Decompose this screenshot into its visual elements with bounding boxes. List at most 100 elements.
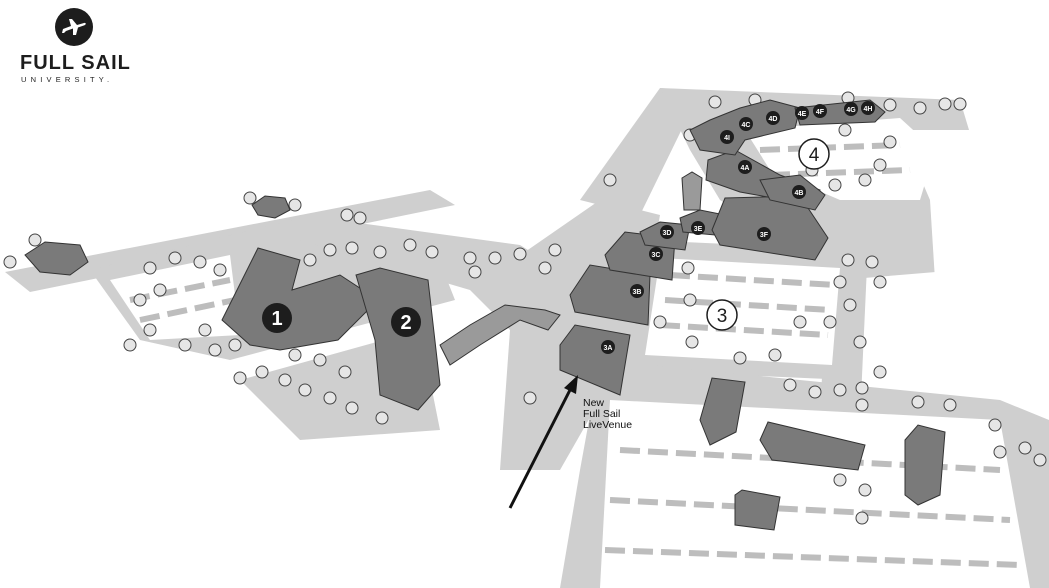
tree-icon: [841, 253, 855, 267]
marker-4d[interactable]: [766, 111, 780, 125]
marker-3f-label: 3F: [760, 232, 769, 239]
tree-icon: [233, 371, 247, 385]
marker-3b[interactable]: [630, 284, 644, 298]
tree-icon: [733, 351, 747, 365]
tree-icon: [855, 511, 869, 525]
marker-4c[interactable]: [739, 117, 753, 131]
marker-1-label: 1: [271, 308, 282, 330]
marker-3b-label: 3B: [633, 289, 642, 296]
marker-4b[interactable]: [792, 185, 806, 199]
tree-icon: [943, 398, 957, 412]
marker-4f-label: 4F: [816, 109, 825, 116]
tree-icon: [683, 293, 697, 307]
tree-icon: [603, 173, 617, 187]
logo-wordmark: FULL SAIL: [20, 52, 131, 74]
marker-4i[interactable]: [720, 130, 734, 144]
marker-3f[interactable]: [757, 227, 771, 241]
marker-3c-label: 3C: [652, 252, 661, 259]
tree-icon: [833, 275, 847, 289]
marker-4g-label: 4G: [846, 107, 856, 114]
tree-icon: [133, 293, 147, 307]
callout-arrow: [508, 375, 578, 509]
tree-icon: [953, 97, 967, 111]
stripe-8: [604, 547, 1021, 568]
tree-icon: [178, 338, 192, 352]
marker-4b-label: 4B: [795, 190, 804, 197]
tree-icon: [323, 391, 337, 405]
tree-icon: [823, 315, 837, 329]
marker-4f[interactable]: [813, 104, 827, 118]
marker-4h[interactable]: [861, 101, 875, 115]
tree-icon: [208, 343, 222, 357]
tree-icon: [865, 255, 879, 269]
full-sail-logo[interactable]: FULL SAIL UNIVERSITY.: [14, 6, 139, 86]
tree-icon: [303, 253, 317, 267]
tree-icon: [855, 398, 869, 412]
tree-icon: [403, 238, 417, 252]
tree-icon: [375, 411, 389, 425]
marker-2[interactable]: [391, 307, 421, 337]
marker-4[interactable]: [798, 138, 830, 170]
marker-3a[interactable]: [601, 340, 615, 354]
new-venue-callout: New Full Sail LiveVenue: [583, 398, 632, 431]
road-east: [820, 200, 870, 420]
marker-3c[interactable]: [649, 247, 663, 261]
stripe-9: [129, 277, 231, 303]
marker-4h-label: 4H: [864, 106, 873, 113]
marker-4e[interactable]: [795, 106, 809, 120]
tree-icon: [255, 365, 269, 379]
tree-icon: [143, 323, 157, 337]
tree-icon: [338, 365, 352, 379]
marker-group-large: 1 2 3 4: [262, 138, 830, 337]
building-se-c: [904, 424, 946, 506]
stripe-10: [139, 297, 236, 323]
tree-icon: [873, 275, 887, 289]
tree-icon: [193, 255, 207, 269]
tree-icon: [833, 383, 847, 397]
building-se-a: [699, 377, 746, 446]
tree-icon: [288, 198, 302, 212]
tree-icon: [523, 391, 537, 405]
tree-icon: [298, 383, 312, 397]
arrow-shaft: [508, 387, 573, 509]
tree-icon: [1033, 453, 1047, 467]
marker-4g[interactable]: [844, 102, 858, 116]
stripe-5: [769, 167, 911, 178]
callout-line-1: New: [583, 397, 605, 409]
tree-icon: [153, 283, 167, 297]
tree-icon: [323, 243, 337, 257]
marker-3[interactable]: [706, 299, 738, 331]
marker-3e[interactable]: [691, 221, 705, 235]
logo-subtitle: UNIVERSITY.: [21, 75, 114, 84]
tree-icon: [883, 135, 897, 149]
tree-icon: [340, 208, 354, 222]
tree-icon: [213, 263, 227, 277]
tree-icon: [855, 381, 869, 395]
tree-icon: [858, 173, 872, 187]
trees: [3, 91, 1047, 525]
tree-icon: [993, 445, 1007, 459]
marker-4a[interactable]: [738, 160, 752, 174]
marker-4d-label: 4D: [769, 116, 778, 123]
marker-1[interactable]: [262, 303, 292, 333]
marker-3d[interactable]: [660, 225, 674, 239]
tree-icon: [425, 245, 439, 259]
tree-icon: [548, 243, 562, 257]
stripe-3: [659, 322, 829, 338]
marker-4-label: 4: [809, 145, 820, 166]
tree-icon: [808, 385, 822, 399]
callout-line-3: LiveVenue: [583, 419, 633, 431]
tree-icon: [538, 261, 552, 275]
building-3b: [569, 264, 651, 326]
tree-icon: [278, 373, 292, 387]
marker-4e-label: 4E: [798, 111, 807, 118]
tree-icon: [883, 98, 897, 112]
tree-icon: [198, 323, 212, 337]
tree-icon: [828, 178, 842, 192]
marker-3-label: 3: [717, 306, 728, 327]
tree-icon: [653, 315, 667, 329]
tree-icon: [873, 158, 887, 172]
building-nw-small: [251, 195, 291, 219]
tree-icon: [858, 483, 872, 497]
stripe-7: [609, 497, 1011, 523]
